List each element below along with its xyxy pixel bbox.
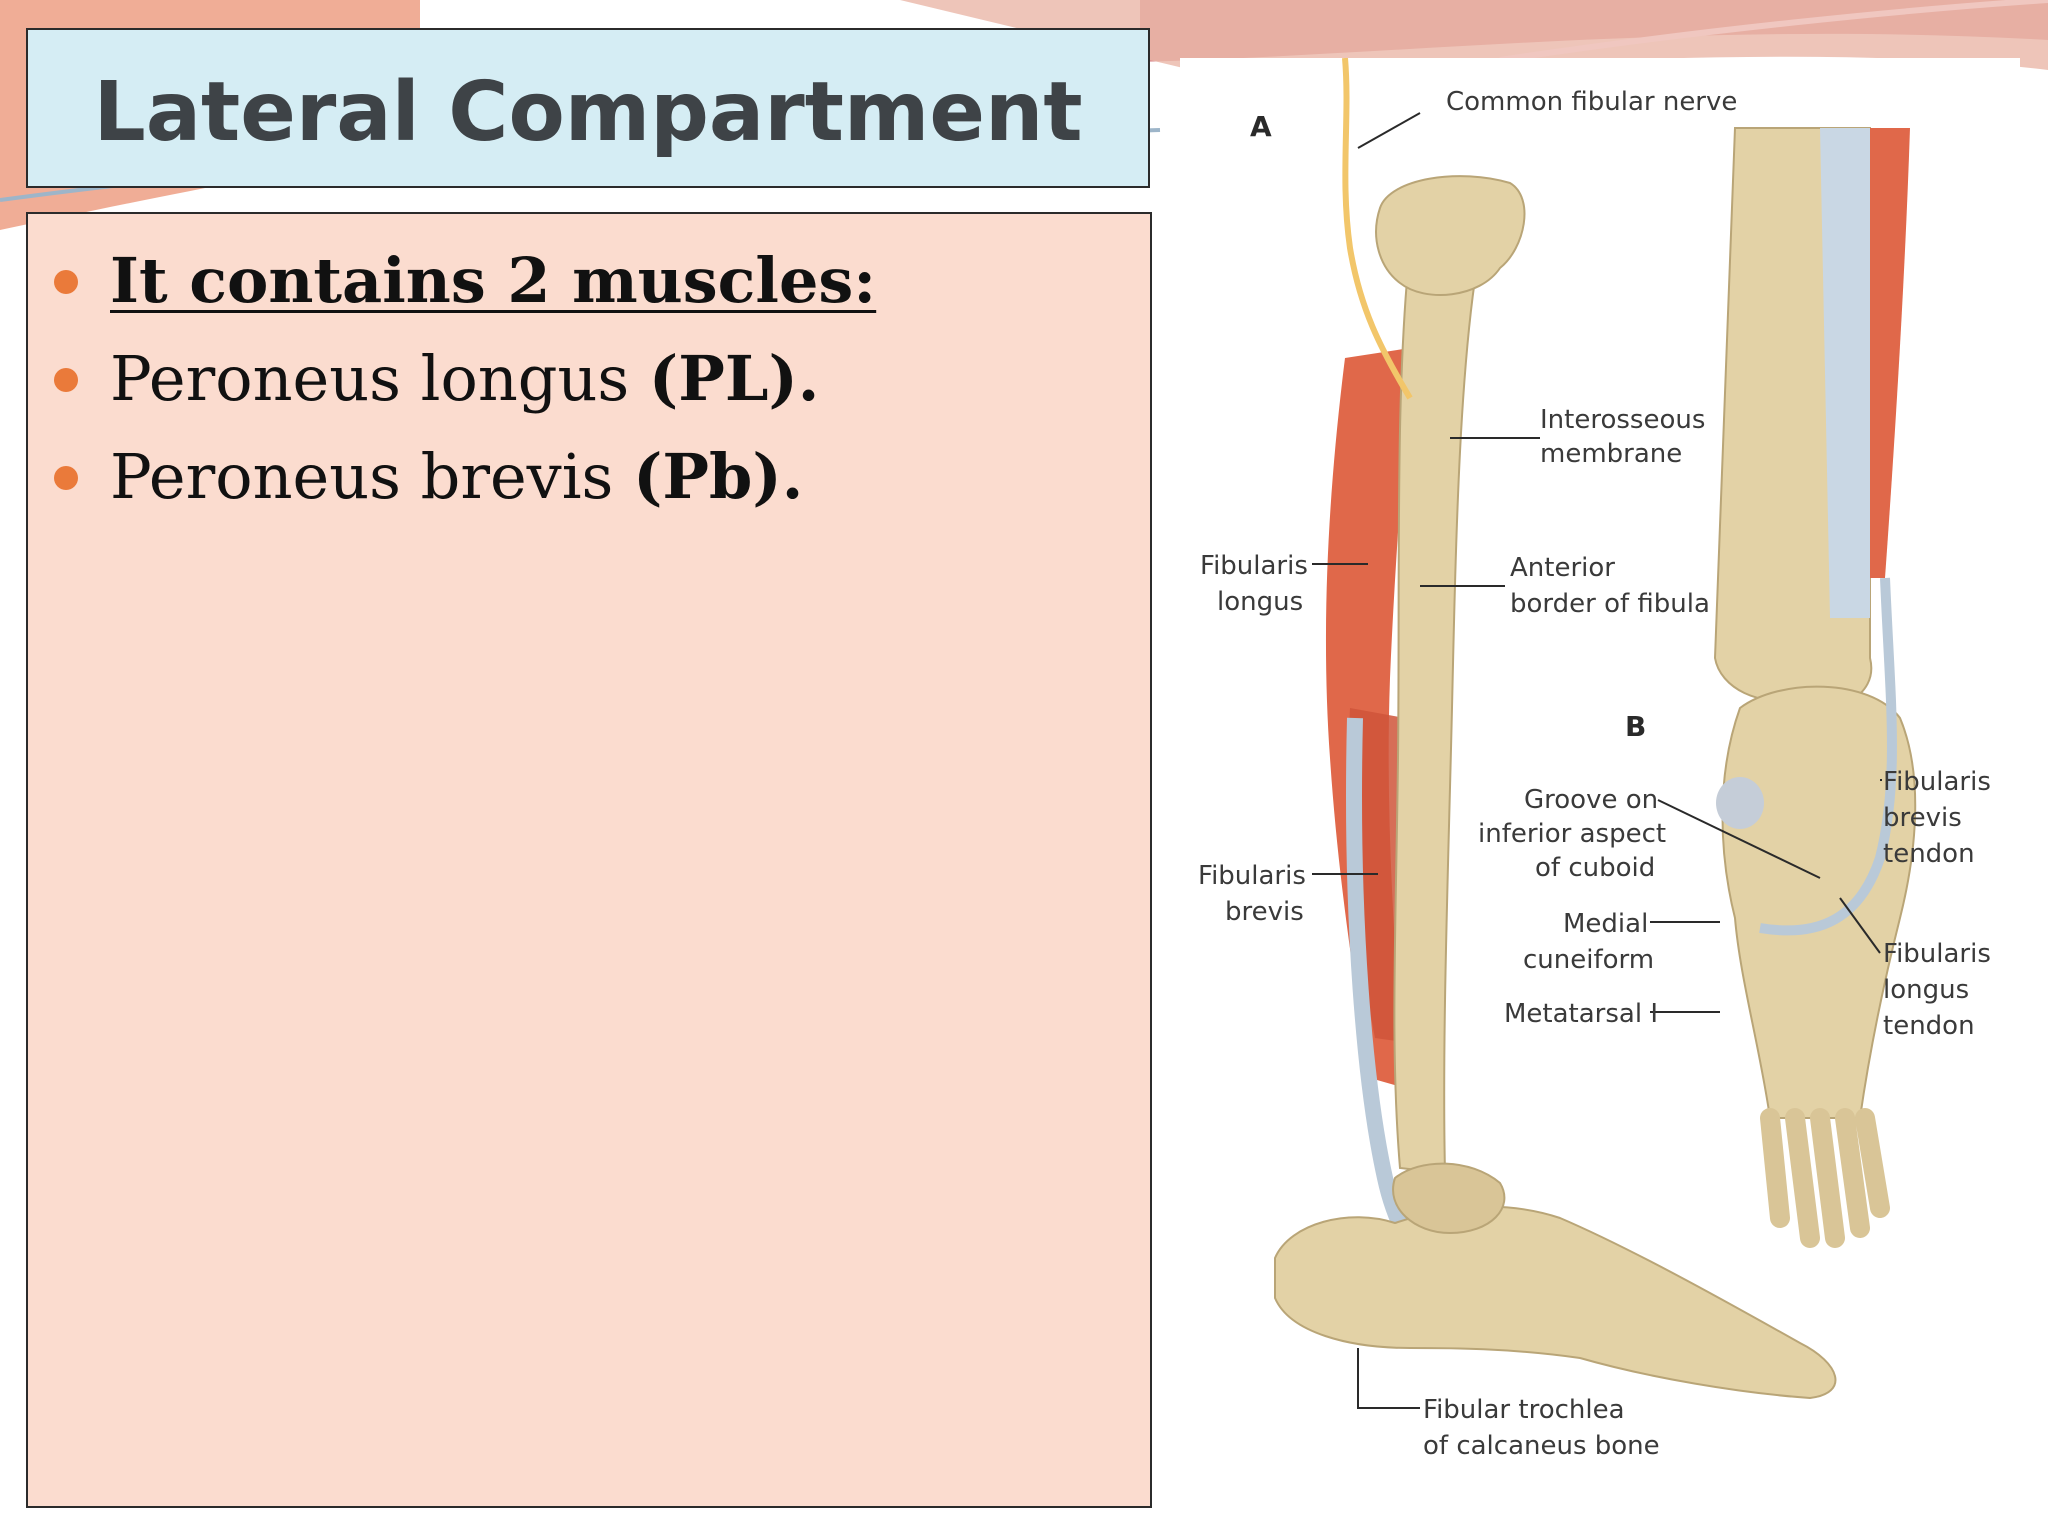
title-box: Lateral Compartment [26,28,1150,188]
label-fl-tendon-3: tendon [1883,1011,1975,1041]
label-groove-1: Groove on [1524,785,1658,815]
label-groove-2: inferior aspect [1478,819,1666,849]
cuboid-groove-b [1716,777,1764,829]
bullet-dot [54,368,78,392]
label-fibularis-brevis-2: brevis [1225,897,1304,927]
leader-common-fibular-nerve [1357,112,1421,149]
bullet-text-peroneus-longus: Peroneus longus [110,342,649,415]
bullet-item-muscles: It contains 2 muscles: [28,232,1150,330]
tarsal-bones-b [1721,685,1917,1119]
label-fibularis-longus-1: Fibularis [1200,551,1308,581]
label-fb-tendon-1: Fibularis [1883,767,1991,797]
label-groove-3: of cuboid [1535,853,1655,883]
bullet-dot [54,270,78,294]
leader-fibular-trochlea [1357,1348,1420,1409]
panel-label-b: B [1625,710,1646,743]
abbr-pl: (PL). [648,342,820,415]
talus-bone [1392,1162,1506,1235]
label-fibularis-brevis-1: Fibularis [1198,861,1306,891]
calcaneus-bone [1274,1205,1837,1400]
label-interosseous-1: Interosseous [1540,405,1705,435]
bullet-text-peroneus-brevis: Peroneus brevis [110,440,634,513]
leader-groove [1657,799,1821,879]
bullet-item-peroneus-longus: Peroneus longus (PL). [28,330,1150,428]
label-metatarsal: Metatarsal I [1504,999,1658,1029]
tibia-head [1375,175,1526,296]
label-fb-tendon-3: tendon [1883,839,1975,869]
label-interosseous-2: membrane [1540,439,1682,469]
panel-label-a: A [1250,110,1272,143]
label-fl-tendon-1: Fibularis [1883,939,1991,969]
label-anterior-border-1: Anterior [1510,553,1615,583]
slide-title: Lateral Compartment [93,64,1083,160]
common-fibular-nerve [1342,58,1413,400]
bullet-list: It contains 2 muscles: Peroneus longus (… [28,232,1150,526]
bullet-dot [54,466,78,490]
label-medial-cuneiform-2: cuneiform [1523,945,1654,975]
label-anterior-border-2: border of fibula [1510,589,1710,619]
abbr-pb: (Pb). [633,440,804,513]
label-fibularis-longus-2: longus [1217,587,1303,617]
content-box: It contains 2 muscles: Peroneus longus (… [26,212,1152,1508]
label-common-fibular-nerve: Common fibular nerve [1446,87,1737,117]
label-medial-cuneiform-1: Medial [1563,909,1648,939]
leader-fl-tendon [1839,897,1881,954]
bullet-item-peroneus-brevis: Peroneus brevis (Pb). [28,428,1150,526]
anatomy-illustration: A B Common fibular nerve Interosseous me… [1198,58,1991,1461]
toes-b [1760,1108,1890,1248]
label-trochlea-2: of calcaneus bone [1423,1431,1660,1461]
interosseous-membrane-b [1820,128,1870,618]
label-trochlea-1: Fibular trochlea [1423,1395,1625,1425]
label-fb-tendon-2: brevis [1883,803,1962,833]
fibula-bone [1393,247,1482,1175]
anatomy-figure-panel: A B Common fibular nerve Interosseous me… [1180,58,2020,1478]
label-fl-tendon-2: longus [1883,975,1969,1005]
bullet-text-muscles: It contains 2 muscles: [110,244,877,317]
fibularis-tendons-b [1759,577,1897,936]
fibularis-muscle-b [1870,128,1910,578]
